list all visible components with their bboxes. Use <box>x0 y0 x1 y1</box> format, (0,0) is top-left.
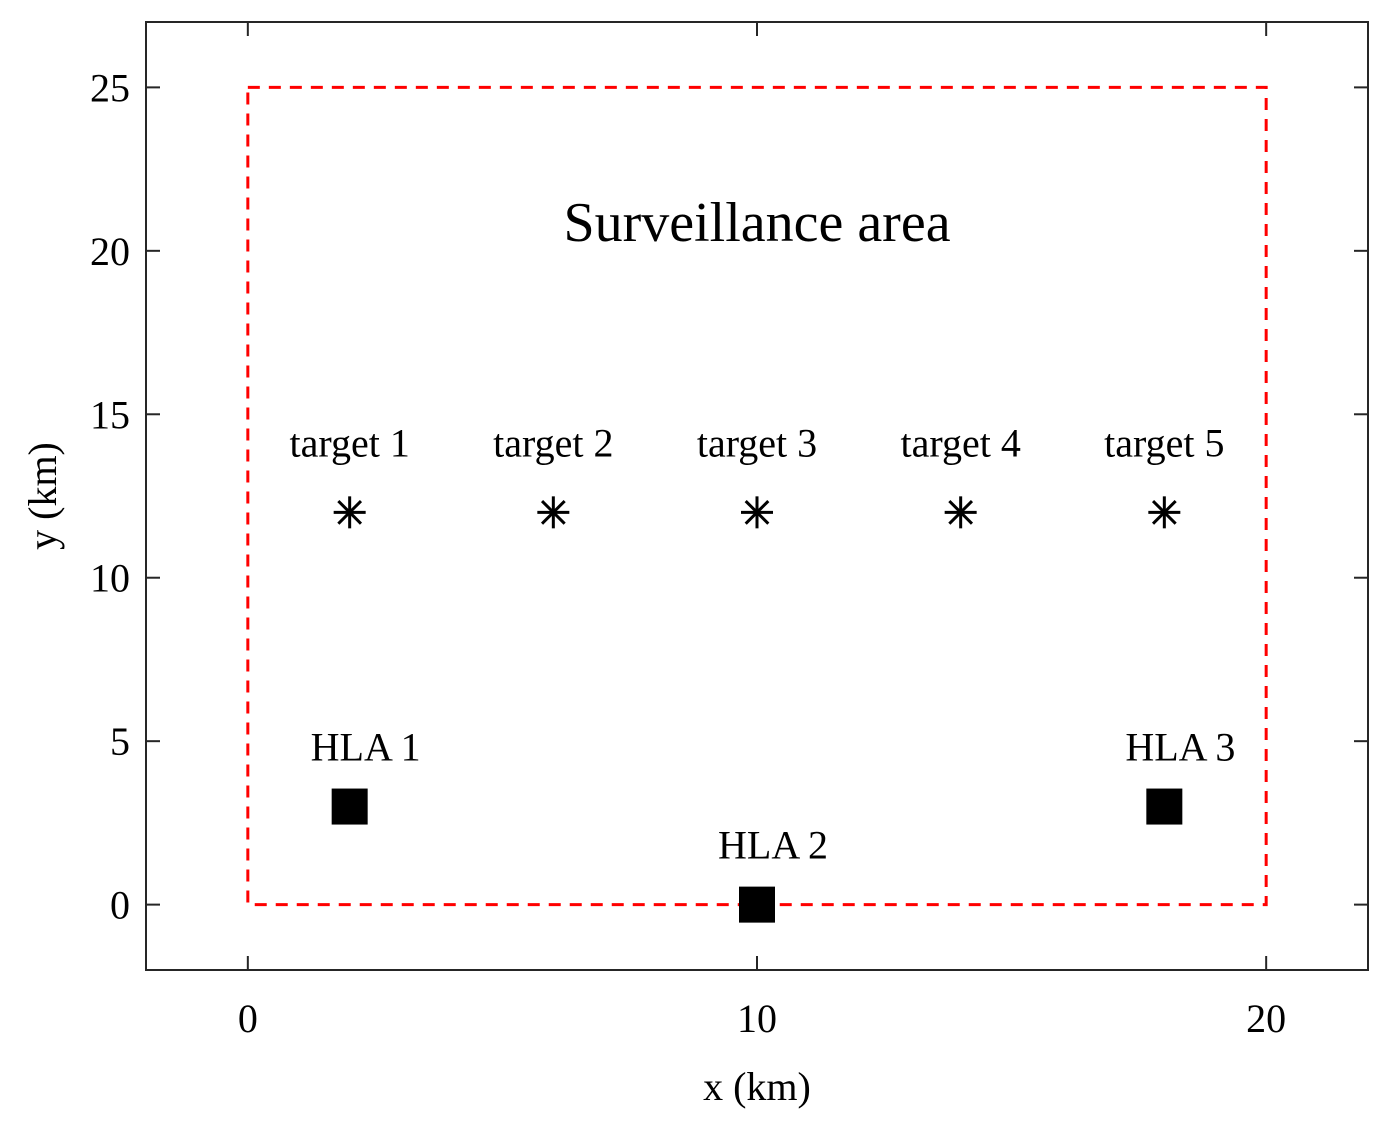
x-tick-label: 10 <box>737 996 777 1041</box>
point-labels: target 1 target 2 target 3 target 4 target 5… <box>289 420 1235 867</box>
asterisk-stroke <box>1151 499 1177 525</box>
target-label: target 5 <box>1104 420 1224 465</box>
hla-label: HLA 2 <box>718 823 828 868</box>
target-marker <box>537 496 570 529</box>
asterisk-stroke <box>540 499 566 525</box>
hla-label: HLA 1 <box>311 725 421 770</box>
target-label: target 3 <box>697 420 817 465</box>
y-axis-label: y (km) <box>20 442 65 550</box>
surveillance-area-boundary <box>246 85 1268 907</box>
target-label: target 1 <box>289 420 409 465</box>
asterisk-stroke <box>948 499 974 525</box>
hla-label: HLA 3 <box>1125 725 1235 770</box>
x-axis-label: x (km) <box>703 1064 811 1109</box>
axis-ticks <box>146 22 1368 970</box>
hla-marker <box>1146 788 1183 825</box>
y-tick-label: 20 <box>90 229 130 274</box>
y-tick-label: 5 <box>110 719 130 764</box>
target-label: target 4 <box>900 420 1020 465</box>
y-tick-label: 25 <box>90 65 130 110</box>
asterisk-stroke <box>337 499 363 525</box>
hla-marker <box>331 788 368 825</box>
y-tick-label: 10 <box>90 556 130 601</box>
data-marks <box>331 496 1183 923</box>
surveillance-region: Surveillance area <box>246 85 1268 907</box>
hla-marker <box>739 886 775 923</box>
target-marker <box>944 496 977 529</box>
target-label: target 2 <box>493 420 613 465</box>
x-tick-label: 0 <box>238 996 258 1041</box>
asterisk-stroke <box>744 499 770 525</box>
x-tick-label: 20 <box>1246 996 1286 1041</box>
target-marker <box>333 496 366 529</box>
target-marker <box>741 496 773 529</box>
y-tick-label: 0 <box>110 883 130 928</box>
tick-labels: 0 10 20 0 5 10 15 20 25 <box>90 65 1286 1041</box>
target-marker <box>1148 496 1181 529</box>
y-tick-label: 15 <box>90 392 130 437</box>
surveillance-area-label: Surveillance area <box>563 192 950 254</box>
